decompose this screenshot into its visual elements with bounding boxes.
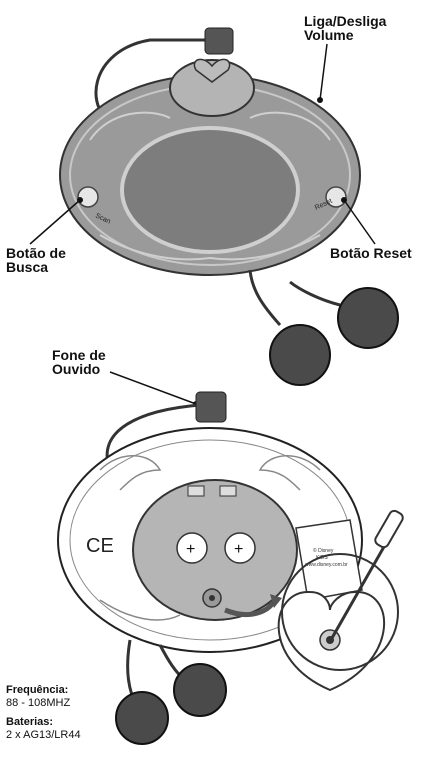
earbud-cable-1: [250, 270, 280, 325]
leader-dot-reset: [341, 197, 347, 203]
spec-frequency: Frequência: 88 - 108MHZ: [6, 684, 70, 709]
tag-line-3: www.disney.com.br: [305, 562, 348, 568]
device-screen: [122, 128, 298, 252]
scan-button[interactable]: [78, 187, 98, 207]
tag-line-1: © Disney: [313, 547, 334, 554]
headphone-jack-bottom: [196, 392, 226, 422]
earbud-bottom-right: [174, 664, 226, 716]
battery-clip-left: [188, 486, 204, 496]
leader-dot-search: [77, 197, 83, 203]
earbud-cable-2: [290, 282, 340, 305]
earbud-left: [270, 325, 330, 385]
spec-batteries-value: 2 x AG13/LR44: [6, 729, 81, 742]
battery-2-plus: +: [234, 541, 243, 558]
screwdriver-handle: [373, 509, 404, 549]
ce-mark: CE: [86, 535, 114, 557]
label-earphone-line2: Ouvido: [52, 362, 106, 376]
spec-frequency-value: 88 - 108MHZ: [6, 697, 70, 710]
label-reset-button: Botão Reset: [330, 246, 412, 260]
leader-dot-power: [317, 97, 323, 103]
label-search-button: Botão de Busca: [6, 246, 66, 274]
leader-earphone: [110, 372, 196, 404]
spec-frequency-label: Frequência:: [6, 684, 68, 696]
spec-batteries-label: Baterias:: [6, 716, 53, 728]
earbud-right: [338, 288, 398, 348]
label-earphone-line1: Fone de: [52, 348, 106, 362]
battery-screw-center: [209, 595, 215, 601]
label-search-line1: Botão de: [6, 246, 66, 260]
battery-door: [296, 520, 362, 600]
earbud-bottom-left: [116, 692, 168, 744]
leader-power-volume: [320, 44, 327, 100]
label-power-volume: Liga/Desliga Volume: [304, 14, 386, 42]
headphone-jack-top: [205, 28, 233, 54]
label-power-volume-line1: Liga/Desliga: [304, 14, 386, 28]
battery-clip-right: [220, 486, 236, 496]
label-earphone: Fone de Ouvido: [52, 348, 106, 376]
leader-search: [30, 200, 80, 244]
spec-batteries: Baterias: 2 x AG13/LR44: [6, 716, 81, 741]
leader-reset: [344, 200, 375, 244]
label-search-line2: Busca: [6, 260, 66, 274]
battery-1-plus: +: [186, 541, 195, 558]
label-power-volume-line2: Volume: [304, 28, 386, 42]
